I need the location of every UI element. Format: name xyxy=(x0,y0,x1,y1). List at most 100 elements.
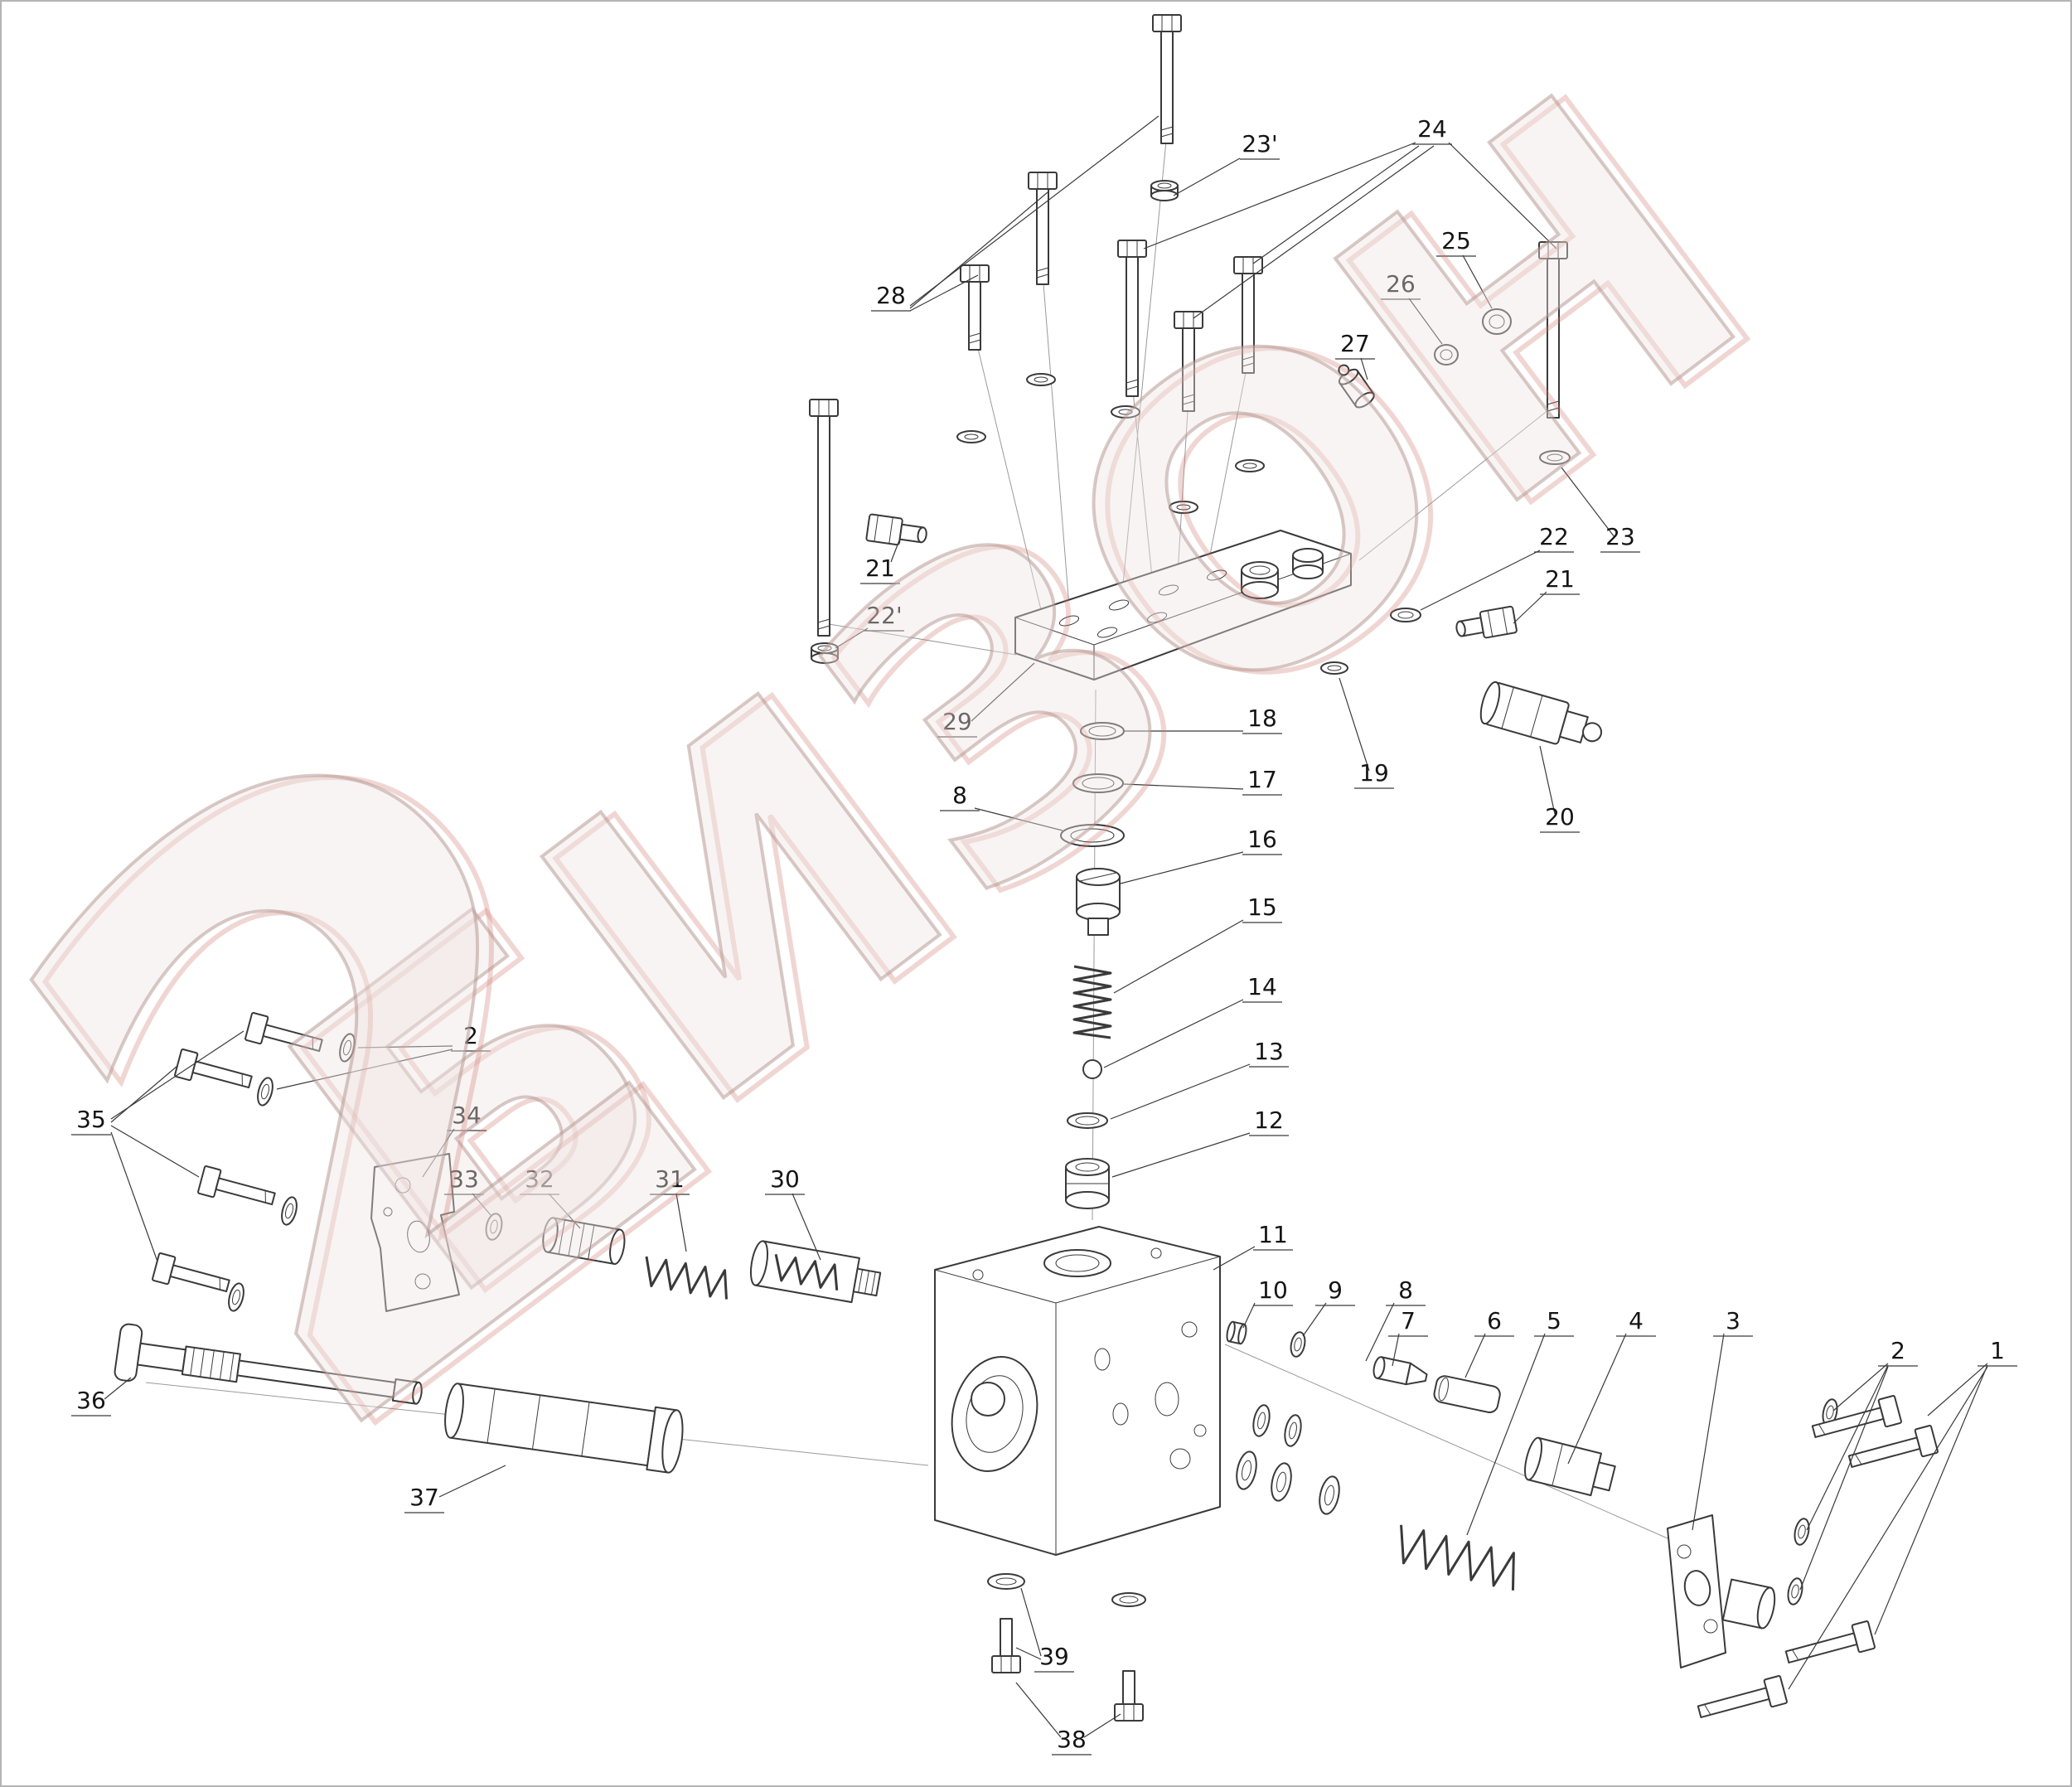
part-number-label: 3 xyxy=(1726,1307,1740,1334)
hex-bolt-long xyxy=(1538,241,1568,419)
hex-plug xyxy=(1114,1670,1144,1722)
top-washers xyxy=(811,180,1571,675)
leader-line xyxy=(1365,1302,1395,1362)
washer xyxy=(1794,1518,1810,1546)
part-number-label: 39 xyxy=(1039,1643,1069,1670)
o-ring xyxy=(1252,1404,1271,1437)
ribbed-cartridge xyxy=(542,1217,626,1265)
leader-line xyxy=(1110,1063,1251,1120)
hex-bolt xyxy=(960,264,990,351)
leader-line xyxy=(1360,357,1368,380)
part-number-label: 22' xyxy=(866,602,902,629)
leader-line xyxy=(438,1465,506,1498)
leader-line xyxy=(835,627,869,649)
seal-ring xyxy=(1320,661,1348,675)
part-number-label: 12 xyxy=(1254,1107,1284,1134)
part-number-label: 19 xyxy=(1359,759,1389,787)
top-bolt-group xyxy=(809,14,1568,637)
leader-line xyxy=(548,1193,581,1229)
leader-line xyxy=(971,662,1035,722)
leader-line xyxy=(1123,783,1244,790)
leader-line xyxy=(110,1125,200,1178)
part-number-label: 24 xyxy=(1417,115,1447,143)
leader-line xyxy=(1539,745,1556,815)
washer xyxy=(1169,501,1198,514)
o-ring xyxy=(1434,344,1459,366)
slotted-plug xyxy=(1076,868,1121,936)
washer xyxy=(1290,1331,1306,1358)
leader-line xyxy=(110,1131,158,1262)
leader-line xyxy=(1832,1363,1889,1412)
leader-line xyxy=(1466,1333,1546,1536)
washer xyxy=(1539,450,1571,465)
leader-line xyxy=(1083,1713,1121,1738)
leader-line xyxy=(1302,1302,1327,1337)
leader-line xyxy=(792,1193,821,1261)
part-36-rod xyxy=(114,1323,423,1405)
hex-bolt xyxy=(1174,311,1203,412)
part-number-label: 29 xyxy=(942,708,972,735)
o-ring xyxy=(1271,1462,1292,1502)
part-number-label: 21 xyxy=(865,555,895,582)
hex-bolt xyxy=(1697,1675,1788,1718)
leader-line xyxy=(974,807,1063,831)
part-number-label: 32 xyxy=(525,1165,554,1193)
washer xyxy=(339,1033,356,1063)
part-number-label: 28 xyxy=(876,282,906,309)
leader-line xyxy=(1420,550,1541,611)
part-number-label: 38 xyxy=(1057,1726,1087,1753)
part-number-label: 34 xyxy=(452,1102,482,1129)
pin xyxy=(1433,1375,1501,1414)
part-number-label: 26 xyxy=(1386,270,1416,298)
hex-plug xyxy=(865,513,927,546)
part-29-cover-plate xyxy=(1014,530,1352,680)
hex-bolt xyxy=(244,1012,323,1053)
part-number-label: 8 xyxy=(952,782,967,809)
leader-line xyxy=(472,1193,491,1216)
part-number-label: 15 xyxy=(1247,894,1277,921)
leader-line xyxy=(1111,1132,1251,1178)
right-chain-parts xyxy=(1226,1320,1939,1718)
leader-line xyxy=(1252,145,1420,264)
leader-line xyxy=(1392,1333,1400,1367)
top-fittings xyxy=(865,308,1603,745)
o-ring xyxy=(485,1213,503,1241)
part-number-label: 18 xyxy=(1247,705,1277,732)
part-number-label: 33 xyxy=(449,1165,479,1193)
part-number-label: 10 xyxy=(1258,1276,1288,1304)
leader-line xyxy=(1193,145,1435,319)
part-number-label: 20 xyxy=(1545,803,1575,831)
part-number-label: 30 xyxy=(770,1165,800,1193)
part-number-label: 8 xyxy=(1398,1276,1413,1304)
leader-line xyxy=(1020,1587,1042,1657)
part-number-label: 22 xyxy=(1539,523,1569,550)
seal-ring xyxy=(1072,773,1124,793)
leader-line xyxy=(1339,677,1370,772)
part-number-label: 11 xyxy=(1258,1221,1288,1248)
spring xyxy=(1400,1524,1515,1591)
part-34-mounting-plate xyxy=(370,1153,460,1312)
leader-line xyxy=(1242,1302,1256,1329)
part-number-label: 1 xyxy=(1990,1337,2005,1364)
hex-nut xyxy=(1150,180,1179,201)
part-number-label: 17 xyxy=(1247,766,1277,793)
o-ring-large xyxy=(1060,824,1125,847)
bushing xyxy=(1065,1158,1110,1209)
leader-line xyxy=(909,115,1159,307)
part-11-valve-body xyxy=(934,1226,1221,1556)
hex-plug xyxy=(1455,605,1518,639)
hex-bolt xyxy=(1811,1395,1902,1438)
leader-line xyxy=(890,540,900,563)
washer xyxy=(1787,1577,1803,1605)
spring xyxy=(645,1256,729,1300)
leader-line xyxy=(110,1030,244,1120)
spring xyxy=(1072,965,1112,1039)
washer xyxy=(956,430,986,443)
leader-line xyxy=(1692,1333,1725,1531)
leader-line xyxy=(675,1193,687,1252)
hex-bolt xyxy=(1233,256,1263,374)
